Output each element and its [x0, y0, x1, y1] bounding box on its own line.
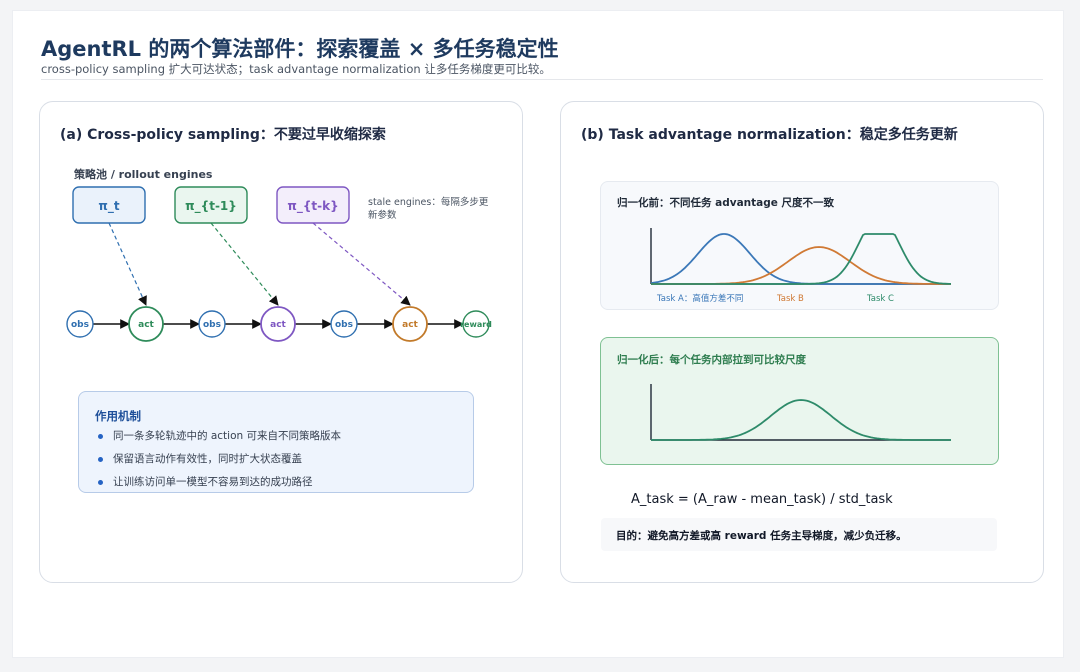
policy-label: π_t [98, 199, 119, 214]
mechanism-item: 让训练访问单一模型不容易到达的成功路径 [79, 471, 341, 494]
policy-pool-label: 策略池 / rollout engines [73, 167, 213, 181]
chain-node-label: reward [460, 320, 492, 329]
chain-node-label: obs [203, 320, 221, 330]
header-divider [41, 79, 1043, 80]
purpose-box: 目的：避免高方差或高 reward 任务主导梯度，减少负迁移。 [601, 518, 997, 551]
before-normalization-box [600, 181, 999, 310]
purpose-text: 目的：避免高方差或高 reward 任务主导梯度，减少负迁移。 [616, 530, 907, 542]
mechanism-item: 保留语言动作有效性，同时扩大状态覆盖 [79, 448, 341, 471]
normalization-diagram: (b) Task advantage normalization：稳定多任务更新… [581, 126, 958, 441]
policy-box: π_t [72, 186, 146, 224]
after-title: 归一化后：每个任务内部拉到可比较尺度 [617, 353, 806, 366]
chain-node-label: obs [71, 320, 89, 330]
page-title: AgentRL 的两个算法部件：探索覆盖 × 多任务稳定性 [41, 37, 559, 61]
task-b-curve [651, 246, 951, 285]
normalized-curve [651, 399, 951, 441]
action-node: act [128, 306, 164, 342]
policy-label: π_{t-1} [185, 199, 237, 214]
chain-node-label: act [402, 320, 418, 330]
task-c-label: Task C [866, 294, 894, 304]
after-normalization-box [600, 337, 999, 465]
panel-cross-policy-sampling: (a) Cross-policy sampling：不要过早收缩探索 策略池 /… [39, 101, 523, 583]
observation-node: obs [66, 310, 94, 338]
task-b-label: Task B [776, 294, 804, 304]
reward-node: reward [460, 310, 492, 338]
panel-task-advantage-normalization: (b) Task advantage normalization：稳定多任务更新… [560, 101, 1044, 583]
observation-node: obs [198, 310, 226, 338]
before-title: 归一化前：不同任务 advantage 尺度不一致 [617, 196, 835, 209]
policy-to-action-arrow [210, 222, 279, 306]
mechanism-list: 同一条多轮轨迹中的 action 可来自不同策略版本 保留语言动作有效性，同时扩… [79, 425, 341, 494]
mechanism-item: 同一条多轮轨迹中的 action 可来自不同策略版本 [79, 425, 341, 448]
policy-box: π_{t-1} [174, 186, 248, 224]
policy-box: π_{t-k} [276, 186, 350, 224]
task-c-curve [651, 233, 951, 285]
policy-label: π_{t-k} [287, 199, 338, 214]
observation-node: obs [330, 310, 358, 338]
panel-a-heading: (a) Cross-policy sampling：不要过早收缩探索 [60, 126, 386, 143]
task-a-label: Task A：高值方差不同 [656, 293, 743, 304]
page-subtitle: cross-policy sampling 扩大可达状态；task advant… [41, 62, 551, 76]
action-node: act [260, 306, 296, 342]
chain-node-label: act [138, 320, 154, 330]
policy-to-action-arrow [312, 222, 411, 306]
mechanism-title: 作用机制 [95, 409, 141, 423]
page: AgentRL 的两个算法部件：探索覆盖 × 多任务稳定性 cross-poli… [12, 10, 1064, 658]
task-a-curve [650, 233, 951, 285]
normalization-formula: A_task = (A_raw - mean_task) / std_task [631, 492, 893, 507]
mechanism-box: 作用机制 同一条多轮轨迹中的 action 可来自不同策略版本 保留语言动作有效… [78, 391, 474, 493]
stale-note-line-1: stale engines：每隔多步更 [368, 196, 489, 208]
cross-policy-diagram: (a) Cross-policy sampling：不要过早收缩探索 策略池 /… [60, 126, 492, 342]
panel-b-heading: (b) Task advantage normalization：稳定多任务更新 [581, 126, 958, 143]
policy-to-action-arrow [108, 222, 147, 306]
action-node: act [392, 306, 428, 342]
chain-node-label: act [270, 320, 286, 330]
stale-note-line-2: 新参数 [368, 209, 397, 221]
chain-node-label: obs [335, 320, 353, 330]
